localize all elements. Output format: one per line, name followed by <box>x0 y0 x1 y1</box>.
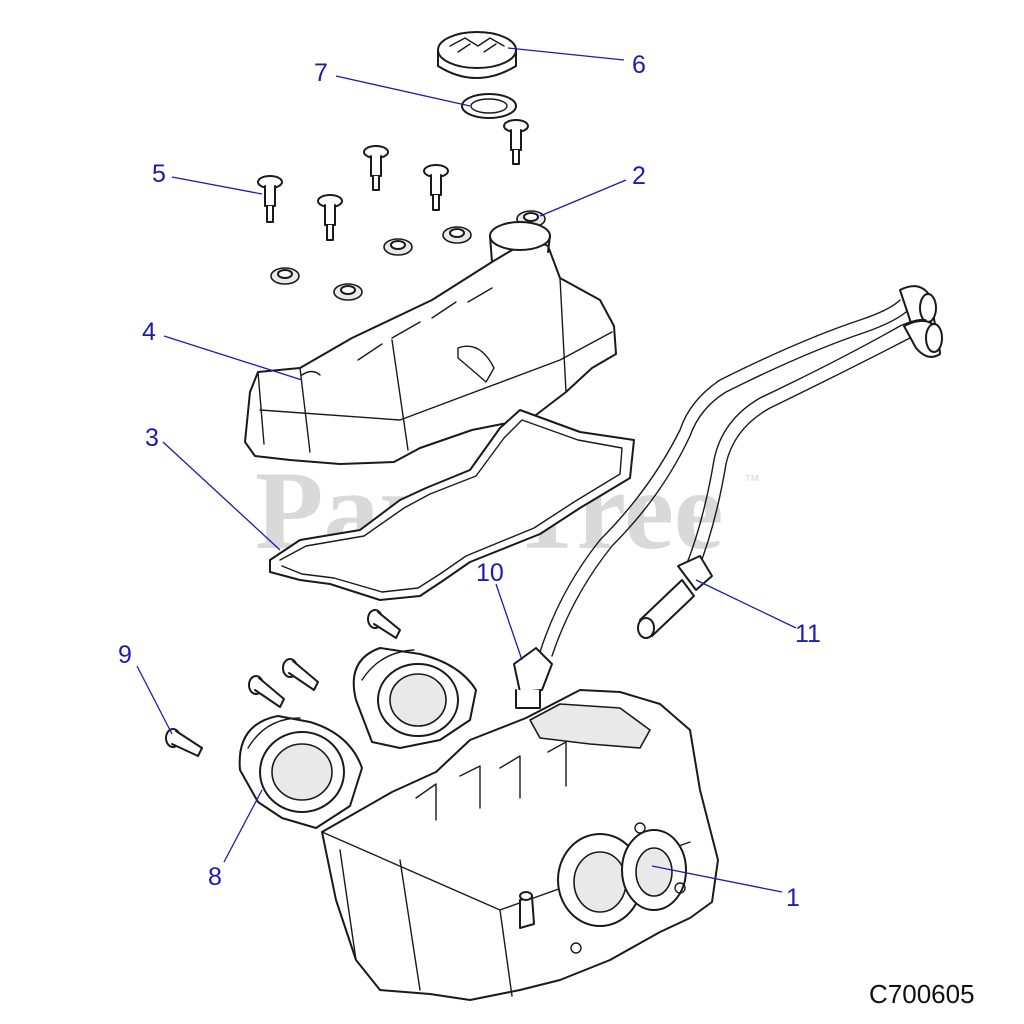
seal-washer <box>333 283 363 301</box>
leader-line-4 <box>163 335 303 381</box>
manifold-bolt <box>165 728 203 757</box>
oil-filler-cap <box>437 31 517 79</box>
intake-boot <box>238 715 363 829</box>
intake-boot <box>352 647 477 749</box>
cover-bolts <box>257 119 529 241</box>
cover-bolt <box>363 145 389 191</box>
seal-washer <box>516 210 546 228</box>
callout-labels: 6 7 5 2 4 3 10 11 9 8 1 <box>118 51 821 912</box>
leader-line-2 <box>539 179 627 217</box>
callout-1: 1 <box>786 884 800 912</box>
callout-11: 11 <box>795 620 821 648</box>
o-ring <box>461 93 517 119</box>
seal-washer <box>442 226 472 244</box>
figure-code: C700605 <box>869 979 975 1009</box>
cover-bolt <box>503 119 529 165</box>
watermark-trademark: ™ <box>744 473 760 490</box>
cover-bolt <box>317 194 343 241</box>
callout-3: 3 <box>145 424 159 452</box>
cylinder-head <box>321 689 719 1001</box>
callout-6: 6 <box>632 51 646 79</box>
intake-boots <box>238 647 477 829</box>
leader-line-9 <box>136 665 173 735</box>
valve-cover-gasket <box>269 409 635 601</box>
manifold-bolts <box>165 609 401 757</box>
leader-line-11 <box>695 579 797 629</box>
callout-2: 2 <box>632 162 646 190</box>
leader-line-6 <box>507 47 625 61</box>
cover-bolt <box>423 164 449 211</box>
leader-line-5 <box>171 176 263 195</box>
breather-hose-11 <box>637 318 943 639</box>
callout-9: 9 <box>118 641 132 669</box>
seal-washer <box>383 238 413 256</box>
leader-lines <box>136 47 797 893</box>
leader-line-3 <box>162 441 281 551</box>
seal-washer <box>270 267 300 285</box>
temp-sensor <box>519 891 535 929</box>
leader-line-10 <box>495 583 523 661</box>
seal-washers <box>270 210 546 301</box>
manifold-bolt <box>282 658 319 691</box>
leader-line-8 <box>223 789 263 863</box>
cover-bolt <box>257 175 283 223</box>
callout-5: 5 <box>152 160 166 188</box>
head-port <box>557 833 643 927</box>
head-port <box>621 829 687 911</box>
valve-cover <box>244 221 617 465</box>
breather-hose-10 <box>513 285 937 709</box>
callout-7: 7 <box>314 59 328 87</box>
manifold-bolt <box>248 675 285 708</box>
callout-10: 10 <box>476 559 504 587</box>
leader-line-1 <box>651 865 783 893</box>
callout-8: 8 <box>208 863 222 891</box>
manifold-bolt <box>367 609 401 639</box>
callout-4: 4 <box>142 318 156 346</box>
leader-line-7 <box>335 75 471 107</box>
